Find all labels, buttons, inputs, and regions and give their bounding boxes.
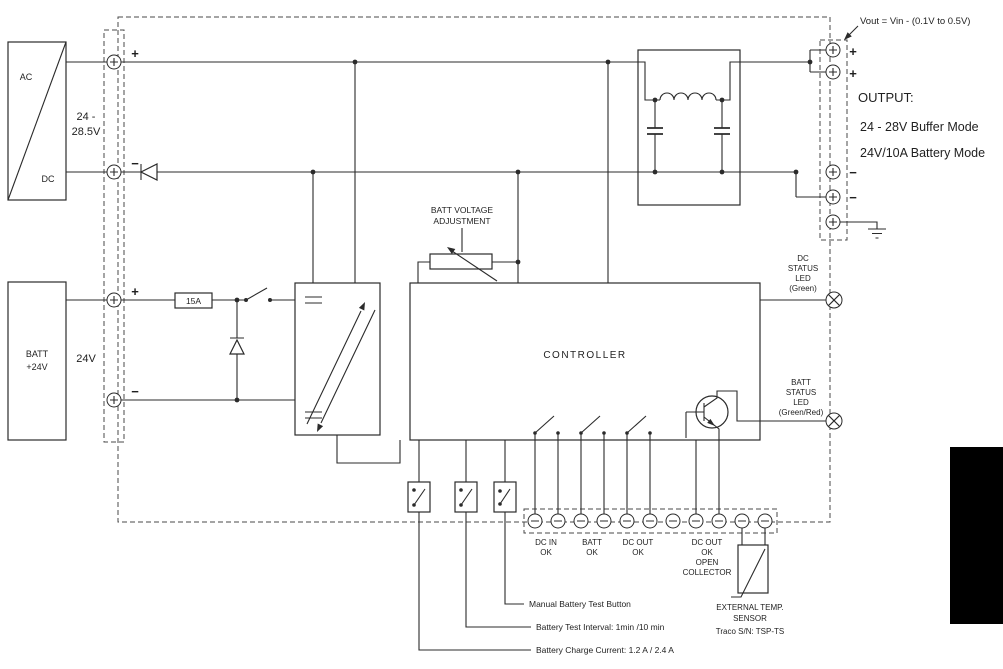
protection-diode-icon xyxy=(229,300,245,400)
annotation-labels: Manual Battery Test Button Battery Test … xyxy=(529,599,674,655)
vout-arrow-icon xyxy=(844,25,859,40)
svg-text:DC: DC xyxy=(797,254,809,263)
batt-led-text: BATT STATUS LED (Green/Red) xyxy=(779,378,824,417)
plus-label-ac: + xyxy=(131,46,139,61)
svg-text:BATT: BATT xyxy=(582,538,602,547)
output-text-block: OUTPUT: 24 - 28V Buffer Mode 24V/10A Bat… xyxy=(858,90,985,160)
controller-label: CONTROLLER xyxy=(543,350,626,361)
annotation-manual-test: Manual Battery Test Button xyxy=(529,599,631,609)
minus-out-2: − xyxy=(849,190,857,205)
plus-out-2: + xyxy=(849,66,857,81)
capacitor-plates-icon xyxy=(647,127,730,135)
output-terminal-strip xyxy=(819,39,848,241)
plus-label-batt: + xyxy=(131,284,139,299)
dc-led-text: DC STATUS LED (Green) xyxy=(788,254,818,293)
signal-terminal-labels: DC IN OK BATT OK DC OUT OK DC OUT OK OPE… xyxy=(535,538,731,577)
input-voltage-line1: 24 - xyxy=(77,111,96,123)
minus-out-1: − xyxy=(849,165,857,180)
output-title: OUTPUT: xyxy=(858,90,914,105)
pot-label-2: ADJUSTMENT xyxy=(433,216,490,226)
svg-text:OK: OK xyxy=(632,548,644,557)
wires-battery-branch xyxy=(66,299,401,464)
output-terminals xyxy=(825,42,841,230)
controller: CONTROLLER xyxy=(409,282,761,441)
svg-text:OK: OK xyxy=(586,548,598,557)
signal-terminals xyxy=(527,513,773,529)
fuse-label: 15A xyxy=(186,296,201,306)
svg-text:DC OUT: DC OUT xyxy=(692,538,723,547)
output-mode-2: 24V/10A Battery Mode xyxy=(860,146,985,160)
batt-status-led-icon xyxy=(825,412,843,430)
battery-voltage-label: 24V xyxy=(76,353,96,365)
pot-label-1: BATT VOLTAGE xyxy=(431,205,494,215)
svg-text:EXTERNAL TEMP.: EXTERNAL TEMP. xyxy=(716,603,783,612)
thermistor-icon xyxy=(737,544,769,594)
svg-text:(Green): (Green) xyxy=(789,284,817,293)
page-tab-block xyxy=(950,447,1003,624)
device-boundary xyxy=(117,16,831,523)
potentiometer-icon xyxy=(429,253,493,270)
ac-label: AC xyxy=(20,72,33,82)
dc-status-led-icon xyxy=(825,291,843,309)
input-terminals xyxy=(106,54,122,408)
svg-text:BATT: BATT xyxy=(791,378,811,387)
junction-dots xyxy=(234,59,813,403)
battery-switch-icon xyxy=(244,287,272,302)
svg-text:SENSOR: SENSOR xyxy=(733,614,767,623)
svg-text:OPEN: OPEN xyxy=(696,558,719,567)
open-collector-transistor-icon xyxy=(685,390,826,514)
output-mode-1: 24 - 28V Buffer Mode xyxy=(860,120,979,134)
minus-label-batt: − xyxy=(131,384,139,399)
capacitor-leads xyxy=(654,100,723,172)
bidirectional-arrows-icon xyxy=(306,309,376,425)
battery-label-2: +24V xyxy=(26,362,47,372)
svg-text:DC OUT: DC OUT xyxy=(623,538,654,547)
annotation-test-interval: Battery Test Interval: 1min /10 min xyxy=(536,622,665,632)
config-switches xyxy=(407,440,531,651)
inductor-icon xyxy=(659,92,717,101)
svg-text:OK: OK xyxy=(540,548,552,557)
acdc-converter: AC DC xyxy=(7,41,67,201)
minus-label-ac: − xyxy=(131,156,139,171)
input-terminal-strip xyxy=(103,29,125,443)
input-diode-icon xyxy=(139,163,158,181)
svg-text:DC IN: DC IN xyxy=(535,538,557,547)
svg-text:(Green/Red): (Green/Red) xyxy=(779,408,824,417)
plus-out-1: + xyxy=(849,44,857,59)
signal-terminal-strip xyxy=(523,508,778,534)
svg-text:COLLECTOR: COLLECTOR xyxy=(683,568,732,577)
input-voltage-line2: 28.5V xyxy=(72,126,101,138)
output-filter-module xyxy=(637,49,741,206)
wires-top-bus xyxy=(66,49,826,283)
dc-symbol-icon xyxy=(305,296,322,419)
svg-text:LED: LED xyxy=(795,274,811,283)
annotation-charge-current: Battery Charge Current: 1.2 A / 2.4 A xyxy=(536,645,674,655)
svg-text:OK: OK xyxy=(701,548,713,557)
ground-icon xyxy=(840,221,886,239)
battery-box: BATT +24V xyxy=(7,281,67,441)
vout-note: Vout = Vin - (0.1V to 0.5V) xyxy=(860,16,970,27)
svg-text:STATUS: STATUS xyxy=(786,388,816,397)
batt-voltage-adjustment: BATT VOLTAGE ADJUSTMENT xyxy=(417,205,518,283)
svg-text:Traco S/N: TSP-TS: Traco S/N: TSP-TS xyxy=(716,627,784,636)
svg-text:STATUS: STATUS xyxy=(788,264,818,273)
dcdc-converter xyxy=(294,282,381,436)
relay-contacts xyxy=(533,415,652,514)
dc-label: DC xyxy=(42,174,55,184)
external-temp-sensor: EXTERNAL TEMP. SENSOR Traco S/N: TSP-TS xyxy=(716,528,784,636)
fuse: 15A xyxy=(174,292,213,309)
svg-text:LED: LED xyxy=(793,398,809,407)
battery-label-1: BATT xyxy=(26,349,49,359)
